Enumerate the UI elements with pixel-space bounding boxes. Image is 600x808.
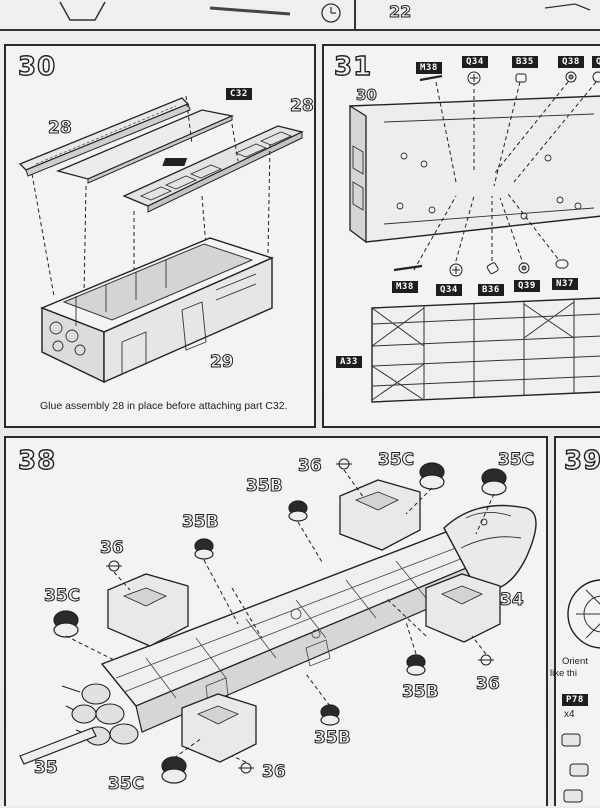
part-a33-lattice xyxy=(371,297,600,403)
step-22-number: 22 xyxy=(388,2,412,22)
step-30-panel: 30 C32 28 28 29 Glue assembly 28 in plac… xyxy=(4,44,316,428)
part-35b-cap-upper xyxy=(288,500,308,522)
part-p78-pieces xyxy=(561,733,589,803)
tag-q39-bottom: Q39 xyxy=(514,280,540,292)
label-35c-bottom: 35C xyxy=(107,774,145,795)
quantity-x4: x4 xyxy=(564,709,575,720)
part-28-grille xyxy=(122,125,304,213)
step-30-note: Glue assembly 28 in place before attachi… xyxy=(40,400,288,412)
pod-bottom-left xyxy=(107,573,189,647)
label-28-right: 28 xyxy=(290,96,315,117)
part-35b-cap-bottom xyxy=(320,704,340,726)
step-38-panel: 38 36 35C 35C 35B 35B 36 35C 34 35B 36 3… xyxy=(4,436,548,806)
orient-text-2: like thi xyxy=(550,668,577,679)
part-35c-cap-top xyxy=(419,462,445,490)
label-29: 29 xyxy=(210,352,235,373)
chassis-29 xyxy=(40,237,274,384)
step-39-panel: 39 Orient like thi P78 x4 xyxy=(550,436,600,806)
part-28-rail xyxy=(18,97,191,177)
tag-b35-top: B35 xyxy=(512,56,538,68)
cylinder-parts xyxy=(53,462,507,784)
label-36-bottom: 36 xyxy=(262,762,287,783)
step-30-drawing xyxy=(18,95,304,384)
part-tag-c32: C32 xyxy=(226,88,252,100)
tag-p78: P78 xyxy=(562,694,588,706)
step-38-drawing xyxy=(19,458,537,784)
label-34: 34 xyxy=(500,590,525,611)
label-35c-left: 35C xyxy=(43,586,81,607)
tag-q-top: Q xyxy=(592,56,600,68)
label-35: 35 xyxy=(34,758,59,779)
part-35c-cap-left xyxy=(53,610,79,638)
part-35c-cap-topright xyxy=(481,468,507,496)
step-30-number: 30 xyxy=(17,51,57,82)
tag-a33: A33 xyxy=(336,356,362,368)
label-36-left: 36 xyxy=(100,538,125,559)
step-38-number: 38 xyxy=(17,445,57,476)
step-31-small-parts xyxy=(393,71,600,277)
label-36-right: 36 xyxy=(476,674,501,695)
label-35b-upper: 35B xyxy=(246,476,284,497)
tag-m38-bottom: M38 xyxy=(392,281,418,293)
step-30-guides xyxy=(31,95,271,297)
tag-m38-top: M38 xyxy=(416,62,442,74)
label-28-left: 28 xyxy=(48,118,73,139)
label-36-top: 36 xyxy=(298,456,323,477)
step-39-number: 39 xyxy=(563,445,600,476)
step-39-drawing xyxy=(561,579,600,803)
part-35b-cap-mid xyxy=(194,538,214,560)
top-strip-drawing xyxy=(0,0,600,31)
tag-q38-top: Q38 xyxy=(558,56,584,68)
step-31-drawing xyxy=(349,71,600,403)
step-31-number: 31 xyxy=(333,51,373,82)
step-31-panel: 31 30 M38 Q34 B35 Q38 Q M38 Q34 B36 Q39 … xyxy=(322,44,600,428)
label-35b-mid: 35B xyxy=(182,512,220,533)
step-38-guides xyxy=(65,469,495,763)
part-35-rod xyxy=(19,727,97,765)
pod-top-left xyxy=(339,479,421,551)
part-36-clips xyxy=(106,458,494,774)
label-35b-right: 35B xyxy=(402,682,440,703)
label-35c-topright: 35C xyxy=(497,450,535,471)
part-c32-plate xyxy=(56,109,235,184)
part-35b-cap-right xyxy=(406,654,426,676)
top-strip: 22 xyxy=(0,0,600,34)
command-module-34 xyxy=(443,504,537,591)
tag-q34-bottom: Q34 xyxy=(436,284,462,296)
orient-text-1: Orient xyxy=(562,656,588,667)
tag-q34-top: Q34 xyxy=(462,56,488,68)
engine-cluster xyxy=(61,683,139,746)
tag-b36-bottom: B36 xyxy=(478,284,504,296)
part-35c-cap-bottom xyxy=(161,756,187,784)
pod-bottom-right xyxy=(181,693,257,763)
tag-n37-bottom: N37 xyxy=(552,278,578,290)
step-31-guides xyxy=(413,81,597,271)
label-30: 30 xyxy=(356,86,378,105)
pod-top-right xyxy=(425,573,501,643)
clock-icon xyxy=(321,3,341,23)
chassis-30-top xyxy=(349,95,600,244)
label-35c-top: 35C xyxy=(377,450,415,471)
label-35b-bottom: 35B xyxy=(314,728,352,749)
